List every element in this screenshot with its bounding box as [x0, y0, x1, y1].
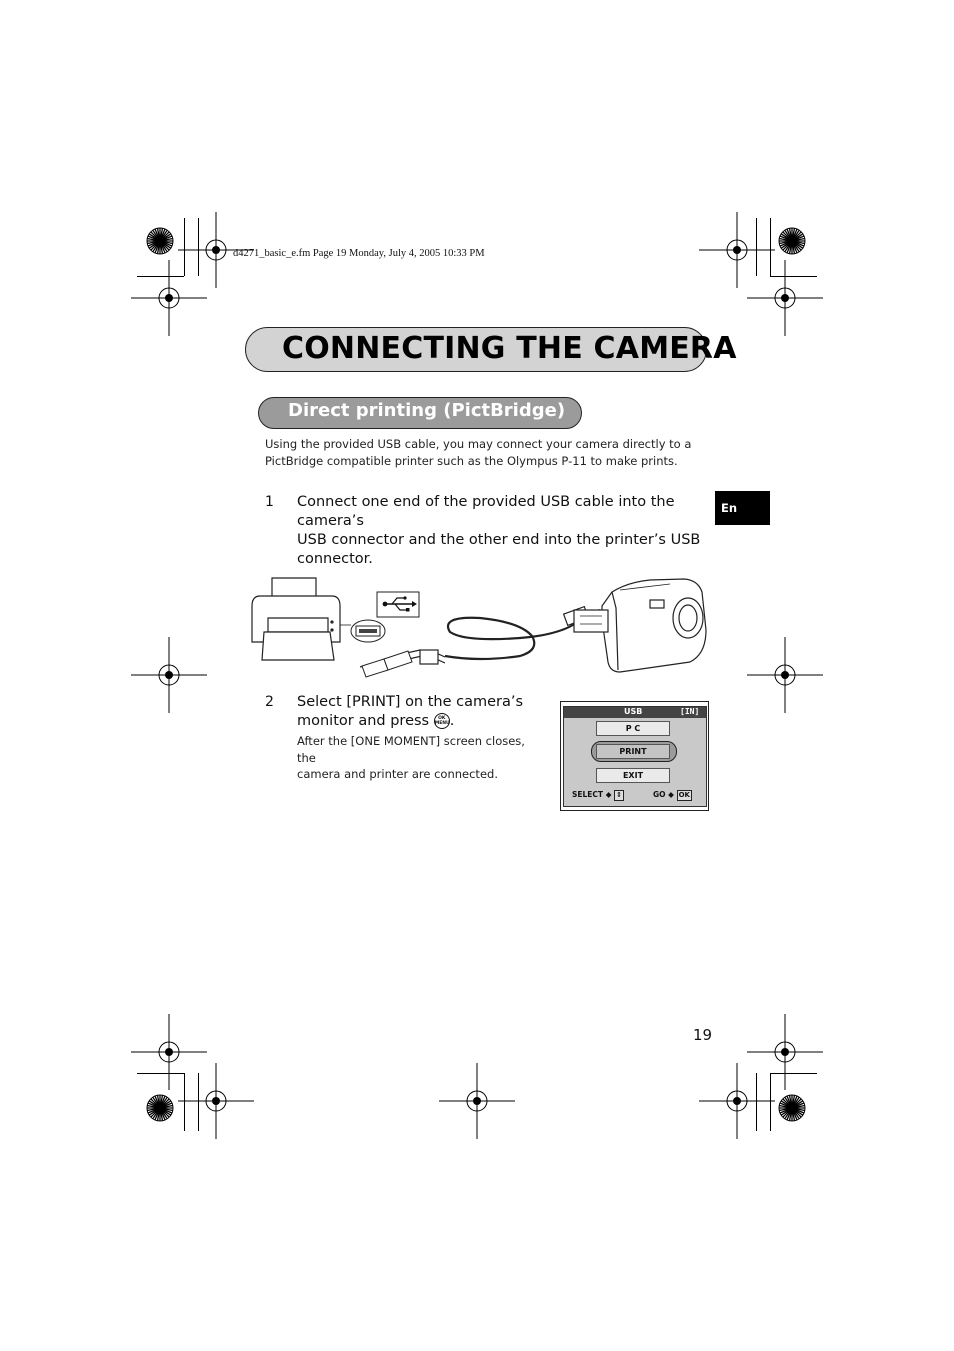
intro-paragraph: Using the provided USB cable, you may co… [265, 436, 695, 469]
camera-icon [573, 578, 707, 673]
crop-line [137, 276, 184, 277]
lcd-option-print: PRINT [596, 744, 670, 759]
crop-line [770, 1073, 817, 1074]
section-banner [258, 397, 582, 429]
crop-line [770, 1073, 771, 1131]
crop-line [184, 218, 185, 276]
note-line: camera and printer are connected. [297, 767, 498, 781]
page-title: CONNECTING THE CAMERA [282, 331, 737, 366]
step-line: monitor and press [297, 713, 430, 729]
lcd-go-label: GO [653, 790, 666, 799]
section-title: Direct printing (PictBridge) [288, 400, 566, 421]
step-2-text: Select [PRINT] on the camera’s monitor a… [297, 693, 547, 731]
page-number: 19 [693, 1026, 713, 1044]
lcd-footer-select: SELECT ◆ ⇕ [572, 790, 624, 801]
crop-line [184, 1073, 185, 1131]
up-down-arrow-icon: ⇕ [614, 790, 624, 801]
usb-symbol-icon [376, 591, 420, 618]
crop-line [198, 218, 199, 276]
lcd-memory-indicator: [IN] [680, 707, 700, 716]
crop-line [198, 1073, 199, 1131]
step-line: Select [PRINT] on the camera’s [297, 694, 524, 710]
usb-plug-icon [361, 650, 413, 678]
lcd-ok-label: OK [676, 790, 692, 801]
file-info: d4271_basic_e.fm Page 19 Monday, July 4,… [233, 248, 485, 259]
crop-line [770, 218, 771, 276]
usb-port-icon [340, 619, 386, 643]
crop-line [770, 276, 817, 277]
diamond-icon: ◆ [605, 790, 612, 799]
diamond-icon: ◆ [668, 790, 674, 799]
crop-line [756, 218, 757, 276]
crop-line [137, 1073, 184, 1074]
lcd-select-label: SELECT [572, 790, 604, 799]
connection-illustration [251, 577, 707, 678]
intro-line: PictBridge compatible printer such as th… [265, 453, 678, 468]
step-line: USB connector and the other end into the… [297, 532, 701, 548]
note-line: After the [ONE MOMENT] screen closes, th… [297, 734, 525, 765]
title-banner [245, 327, 707, 372]
printer-icon [251, 577, 341, 661]
step-2-note: After the [ONE MOMENT] screen closes, th… [297, 733, 547, 783]
intro-line: Using the provided USB cable, you may co… [265, 437, 692, 451]
crop-line [756, 1073, 757, 1131]
language-tab: En [715, 491, 770, 525]
step-line: connector. [297, 551, 373, 567]
lcd-title-bar [564, 707, 706, 718]
step-line: Connect one end of the provided USB cabl… [297, 494, 675, 529]
lcd-title: USB [624, 707, 643, 716]
step-1-text: Connect one end of the provided USB cabl… [297, 493, 717, 569]
step-number: 1 [265, 494, 274, 510]
lcd-option-pc: P C [596, 721, 670, 736]
step-number: 2 [265, 694, 274, 710]
lcd-option-exit: EXIT [596, 768, 670, 783]
lcd-footer-go: GO ◆ OK [653, 790, 692, 801]
